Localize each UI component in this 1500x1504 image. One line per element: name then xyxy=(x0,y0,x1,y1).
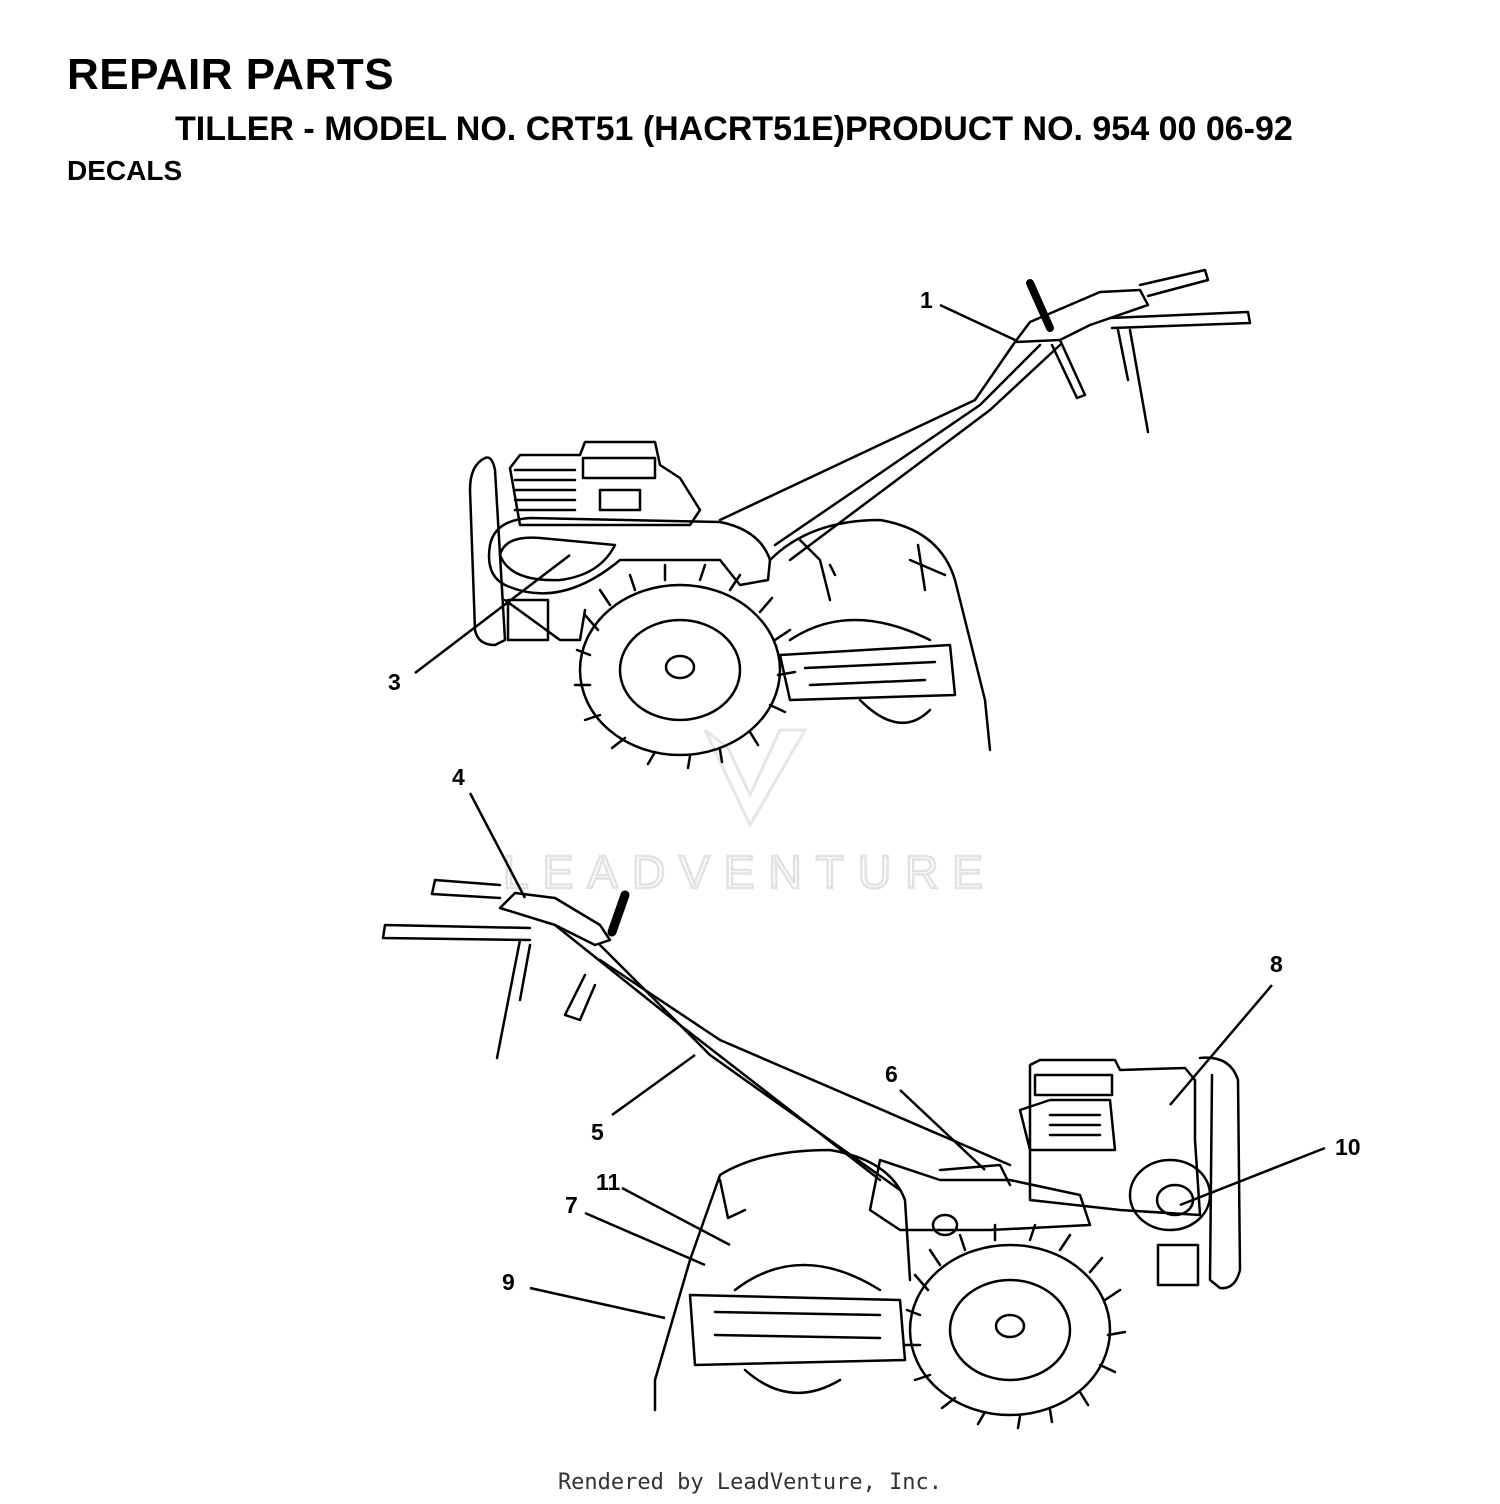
center-frame-b xyxy=(868,1158,1092,1232)
tine-arc xyxy=(788,618,932,725)
depth-bar xyxy=(908,543,947,592)
callout-4: 4 xyxy=(452,764,465,790)
handle-lever-right xyxy=(1128,328,1150,434)
leader-5 xyxy=(611,1053,696,1117)
handle-tube-mid xyxy=(773,343,1042,547)
handle-tube-lower xyxy=(788,343,1062,562)
handle-lever-left-b xyxy=(495,938,522,1060)
handle-grip-upper-b xyxy=(430,878,502,900)
leader-11 xyxy=(621,1186,731,1247)
handle-grip-lower xyxy=(1108,310,1252,330)
engine-cover-b xyxy=(1033,1073,1114,1097)
handlebar-bottom xyxy=(498,891,612,947)
engine-recoil xyxy=(598,488,642,512)
watermark-text: LEADVENTURE xyxy=(503,846,997,898)
tine-arc-b xyxy=(733,1263,882,1395)
tine-shield-inner xyxy=(798,538,837,602)
wheel-hub-b xyxy=(994,1313,1026,1339)
rear-flap-slot-1 xyxy=(803,660,937,670)
engine-fins-b xyxy=(1048,1113,1102,1137)
front-bumper xyxy=(468,456,507,647)
callout-labels: 1 3 4 5 6 7 8 9 10 11 xyxy=(388,287,1361,1295)
handle-grip-lower-b xyxy=(381,923,532,942)
shift-lever xyxy=(1050,338,1087,400)
tine-shield-b-inner xyxy=(718,1178,747,1220)
fender-top xyxy=(487,516,772,595)
front-bumper-b xyxy=(1198,1056,1242,1290)
callout-7: 7 xyxy=(565,1192,578,1218)
center-frame-slot xyxy=(938,1163,1012,1187)
tiller-bottom-view xyxy=(381,878,1242,1430)
wheel-hub xyxy=(664,654,696,680)
section-title: DECALS xyxy=(67,155,183,186)
depth-lever-b xyxy=(563,973,597,1022)
frame-lower xyxy=(503,598,587,642)
recoil-starter-cap xyxy=(1155,1183,1195,1217)
callout-11: 11 xyxy=(596,1169,621,1195)
callout-3: 3 xyxy=(388,669,401,695)
handle-tube-b-lower xyxy=(598,943,902,1192)
drive-hub-b xyxy=(931,1213,959,1237)
leader-1 xyxy=(939,303,1016,342)
handle-grip-upper xyxy=(1138,268,1210,298)
rear-flap-b xyxy=(688,1293,907,1367)
rear-flap-b-slot-1 xyxy=(713,1310,882,1317)
leader-3 xyxy=(414,554,571,674)
callout-9: 9 xyxy=(502,1269,515,1295)
tine-shield-b xyxy=(653,1148,912,1412)
watermark-logo xyxy=(703,728,808,829)
rear-flap-slot-2 xyxy=(808,678,927,687)
fender-decal-3 xyxy=(498,536,617,582)
wheel-outer-b xyxy=(908,1243,1112,1417)
watermark: LEADVENTURE xyxy=(502,728,997,899)
engine-cover xyxy=(581,456,657,480)
callout-5: 5 xyxy=(591,1119,604,1145)
handle-lever-left xyxy=(1116,328,1130,382)
callout-leaders xyxy=(414,303,1326,1320)
frame-bracket xyxy=(506,598,550,642)
engine-block-b xyxy=(1028,1058,1202,1217)
leader-4 xyxy=(468,792,527,899)
shift-knob xyxy=(1026,279,1054,332)
callout-8: 8 xyxy=(1270,951,1283,977)
wheel-treads-b xyxy=(903,1223,1127,1430)
leader-6 xyxy=(899,1089,986,1171)
page-title: REPAIR PARTS xyxy=(67,50,395,99)
callout-10: 10 xyxy=(1335,1134,1361,1160)
engine-block xyxy=(508,440,702,527)
engine-fins xyxy=(513,468,577,512)
handle-tube-b-cable xyxy=(598,958,1012,1167)
callout-1: 1 xyxy=(920,287,933,313)
leader-10 xyxy=(1179,1146,1326,1207)
shift-knob-b xyxy=(607,890,630,937)
leader-8 xyxy=(1169,984,1273,1106)
footer-credit: Rendered by LeadVenture, Inc. xyxy=(557,1470,943,1495)
callout-6: 6 xyxy=(885,1061,898,1087)
wheel-outer xyxy=(578,583,782,757)
frame-bracket-b xyxy=(1156,1243,1200,1287)
leader-7 xyxy=(584,1211,706,1267)
page-subtitle: TILLER - MODEL NO. CRT51 (HACRT51E)PRODU… xyxy=(175,110,1293,148)
wheel-rim xyxy=(618,618,742,722)
handle-tube-upper xyxy=(718,340,1017,522)
handle-lever-right-b xyxy=(518,943,532,1002)
wheel-treads xyxy=(573,563,797,770)
engine-head-b xyxy=(1018,1098,1117,1152)
rear-flap-b-slot-2 xyxy=(713,1333,882,1340)
wheel-rim-b xyxy=(948,1278,1072,1382)
tiller-top-view xyxy=(468,268,1252,770)
tine-shield xyxy=(768,518,992,752)
leader-9 xyxy=(529,1286,666,1320)
rear-flap xyxy=(778,643,957,702)
